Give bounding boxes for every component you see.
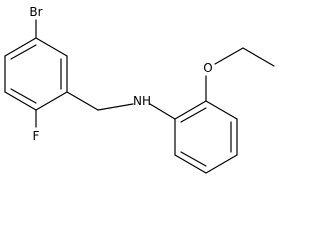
bond-ch2-ch3 <box>242 47 275 67</box>
bond <box>174 154 207 174</box>
bond <box>35 37 68 57</box>
bond-ring-ch2 <box>66 91 99 111</box>
oxygen-atom-label: O <box>203 61 212 75</box>
bond <box>174 100 207 120</box>
amine-atom-label: NH <box>133 94 151 108</box>
left-benzene-ring <box>4 37 68 111</box>
double-bond-inner <box>180 151 207 167</box>
bond <box>4 37 37 57</box>
fluorine-atom-label: F <box>33 129 40 143</box>
double-bond-inner <box>10 88 37 104</box>
molecule-structure-diagram: Br F NH O <box>4 5 275 174</box>
bond <box>205 100 238 120</box>
bond-ch2-n <box>97 103 134 111</box>
bond-n-ring <box>149 103 176 120</box>
bromine-atom-label: Br <box>29 5 42 19</box>
double-bond-inner <box>10 44 37 60</box>
bond-o-ch2 <box>214 47 244 65</box>
bond <box>4 91 37 111</box>
right-benzene-ring <box>174 100 238 174</box>
bond <box>205 154 238 174</box>
double-bond-inner <box>180 107 207 123</box>
bond <box>35 91 68 111</box>
